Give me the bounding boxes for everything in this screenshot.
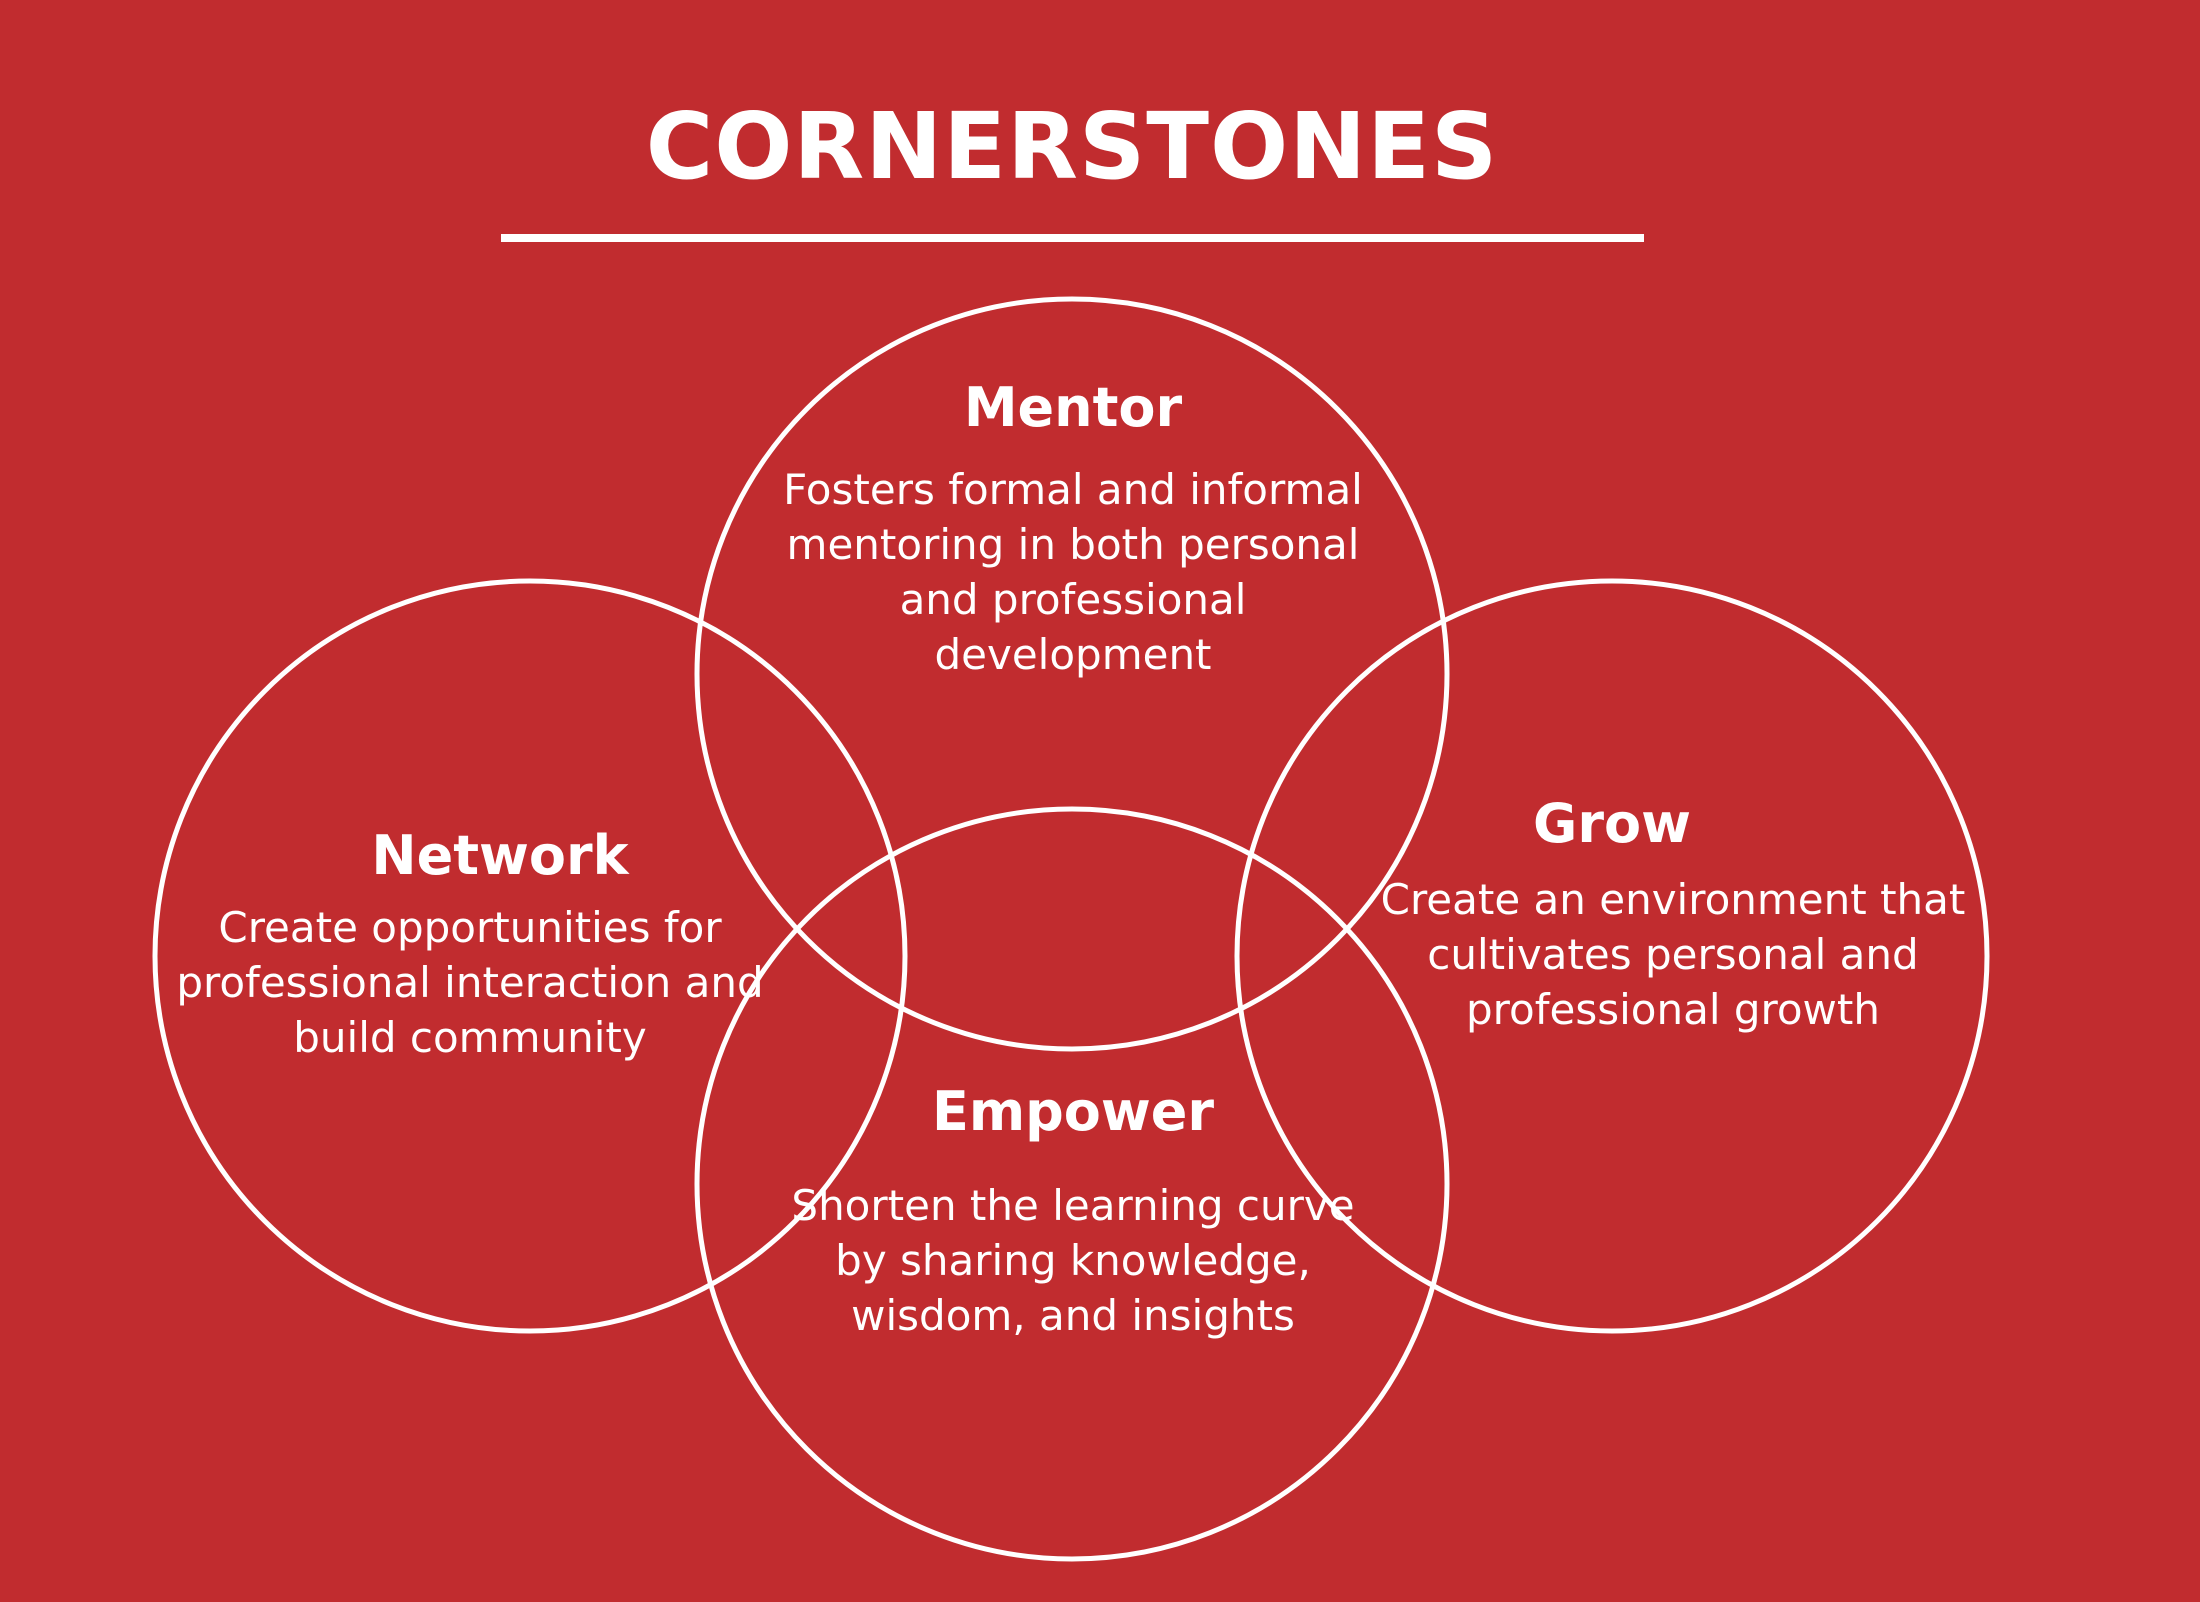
network-description: Create opportunities for professional in… [176,903,764,1062]
page-title: CORNERSTONES [645,93,1499,200]
grow-circle [1234,578,1990,1334]
empower-circle [694,806,1450,1562]
network-circle [152,578,908,1334]
mentor-description: Fosters formal and informal mentoring in… [783,465,1363,679]
grow-heading: Grow [1533,792,1691,855]
mentor-heading: Mentor [963,376,1183,439]
mentor-circle [694,296,1450,1052]
network-heading: Network [371,824,629,887]
empower-description: Shorten the learning curve by sharing kn… [791,1181,1355,1340]
grow-description: Create an environment that cultivates pe… [1380,875,1966,1034]
title-underline [501,234,1644,242]
empower-heading: Empower [931,1080,1215,1143]
